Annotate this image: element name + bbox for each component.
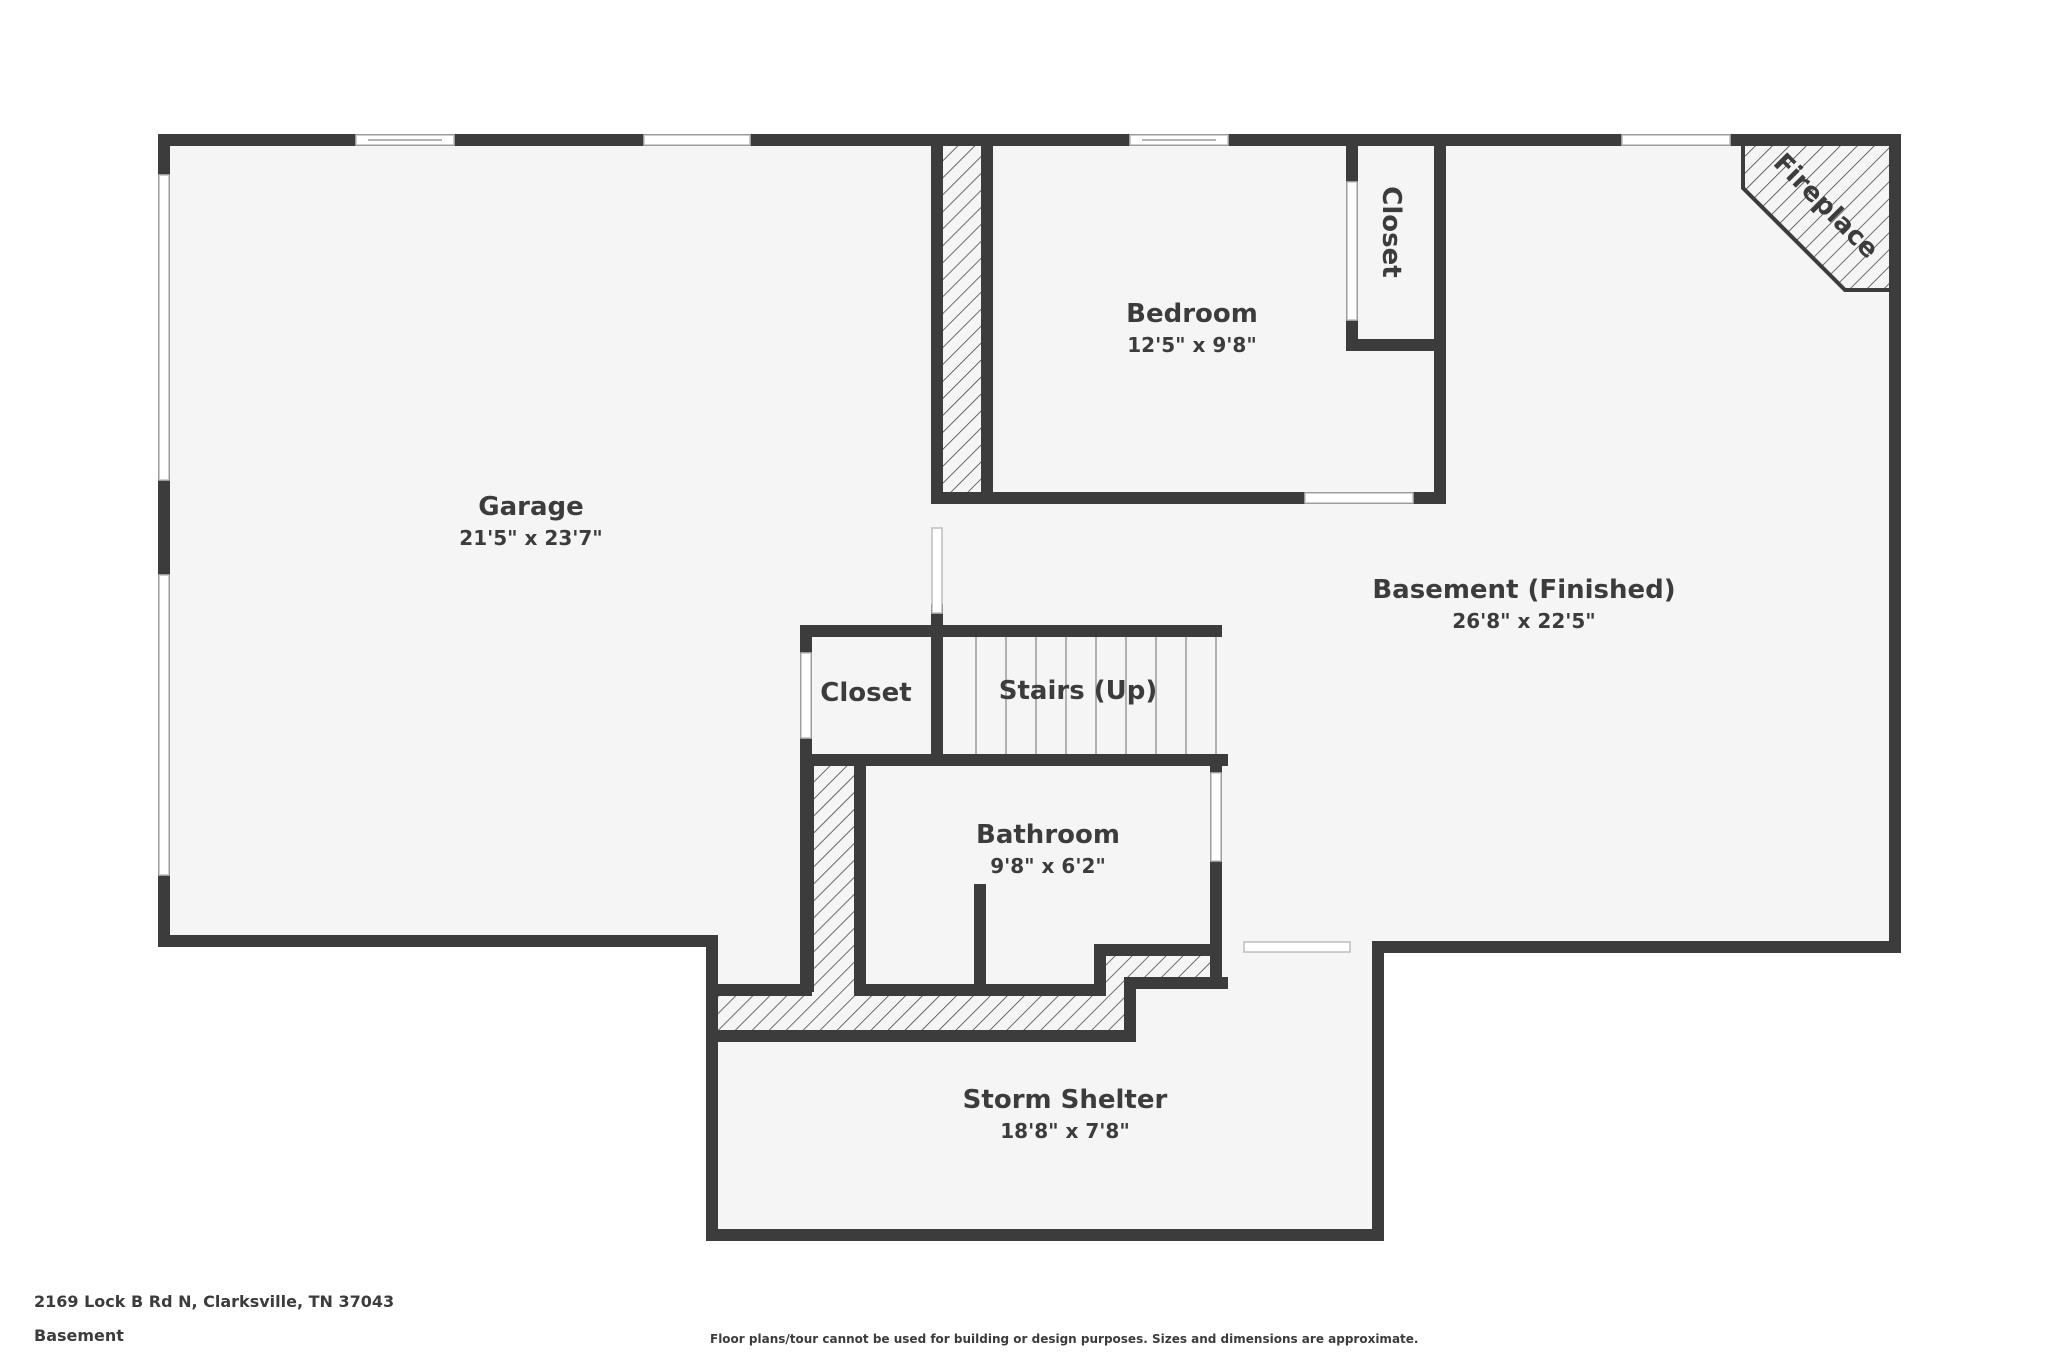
storm-shelter-title: Storm Shelter xyxy=(963,1085,1168,1115)
door-bedroom xyxy=(1304,492,1414,504)
door-garage-left-2 xyxy=(158,574,170,876)
window-garage-top-2 xyxy=(643,134,751,146)
basement-dims: 26'8" x 22'5" xyxy=(1452,609,1595,633)
basement-title: Basement (Finished) xyxy=(1372,575,1675,605)
stairs-title: Stairs (Up) xyxy=(999,676,1157,706)
bedroom-title: Bedroom xyxy=(1126,299,1258,329)
door-bathroom xyxy=(1210,772,1222,862)
floor-areas xyxy=(164,140,1895,1235)
bathroom-dims: 9'8" x 6'2" xyxy=(990,854,1106,878)
door-closet-stairs xyxy=(800,652,812,739)
disclaimer-text: Floor plans/tour cannot be used for buil… xyxy=(710,1332,1419,1346)
bedroom-dims: 12'5" x 9'8" xyxy=(1127,333,1257,357)
bathroom-title: Bathroom xyxy=(976,820,1120,850)
storm-shelter-dims: 18'8" x 7'8" xyxy=(1000,1119,1130,1143)
closet-bedroom-title: Closet xyxy=(1376,186,1406,277)
closet-stairs-title: Closet xyxy=(820,678,911,708)
main-floor xyxy=(164,140,1895,1235)
stairs-treads xyxy=(975,637,1217,755)
window-basement-top xyxy=(1621,134,1731,146)
door-garage-basement xyxy=(931,527,943,614)
door-garage-left-1 xyxy=(158,174,170,481)
chase-vertical xyxy=(935,140,985,498)
garage-title: Garage xyxy=(478,492,584,522)
door-storm-shelter xyxy=(1243,941,1351,953)
property-address: 2169 Lock B Rd N, Clarksville, TN 37043 xyxy=(34,1292,395,1311)
floor-level-label: Basement xyxy=(34,1326,124,1345)
door-closet-bedroom xyxy=(1346,181,1358,321)
garage-dims: 21'5" x 23'7" xyxy=(459,526,602,550)
